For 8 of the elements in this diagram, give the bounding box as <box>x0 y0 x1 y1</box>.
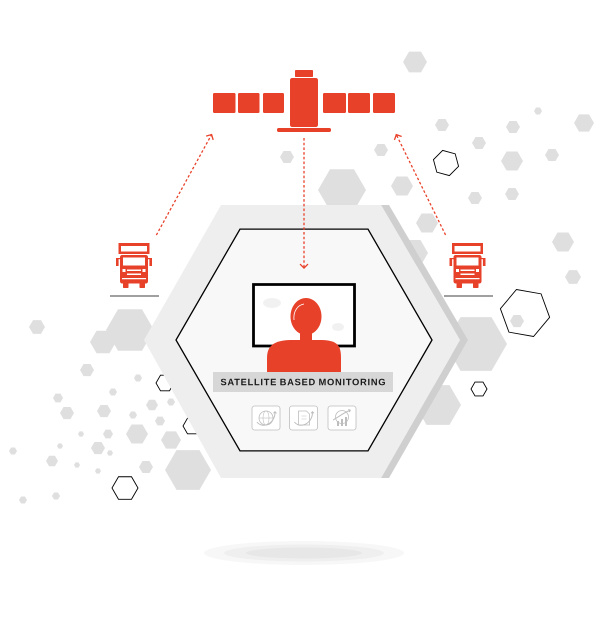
title-banner: SATELLITE BASED MONITORING <box>213 372 393 392</box>
arrow <box>156 134 214 236</box>
truck-icon <box>450 243 486 288</box>
operator-at-monitor <box>252 283 356 372</box>
arrow <box>300 138 308 269</box>
satellite-icon <box>213 70 395 132</box>
truck-icon <box>116 243 152 288</box>
arrow <box>394 134 446 236</box>
